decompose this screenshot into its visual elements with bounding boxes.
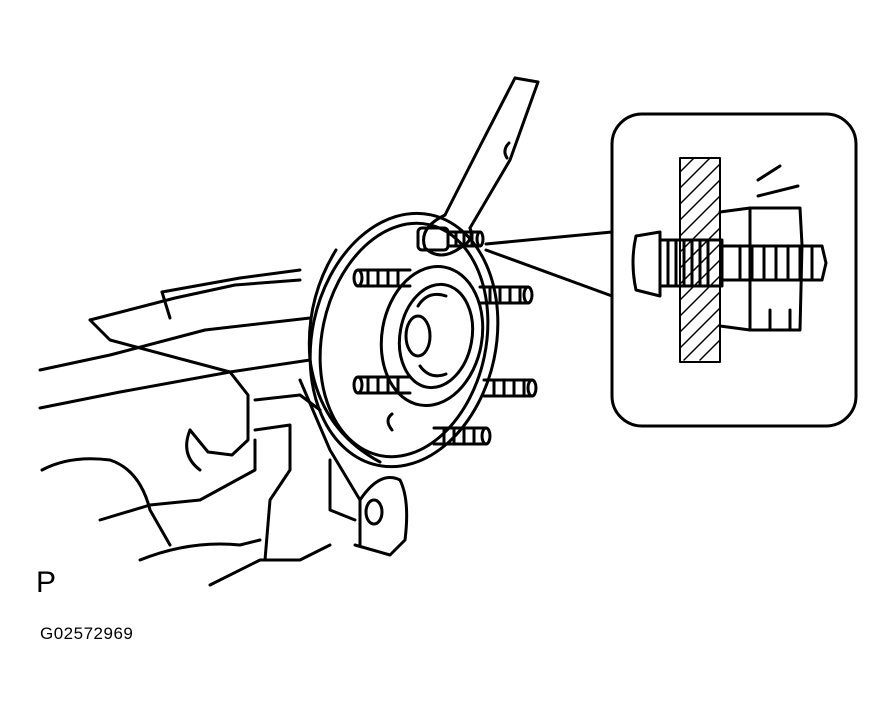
wheel-studs: [352, 226, 538, 446]
callout-leader: [484, 230, 614, 298]
stud-upper-right: [478, 285, 534, 305]
figure-code: G02572969: [40, 624, 134, 643]
stud-lower-right: [482, 378, 538, 398]
detail-inset: [610, 112, 858, 428]
stud-bottom: [432, 426, 492, 446]
vise: [38, 268, 409, 587]
stud-top: [416, 226, 485, 252]
hub-flange: [307, 211, 500, 469]
wrench: [422, 76, 540, 257]
page-letter: P: [36, 566, 57, 599]
stud-lower-left: [352, 375, 412, 395]
stud-upper-left: [352, 268, 412, 288]
